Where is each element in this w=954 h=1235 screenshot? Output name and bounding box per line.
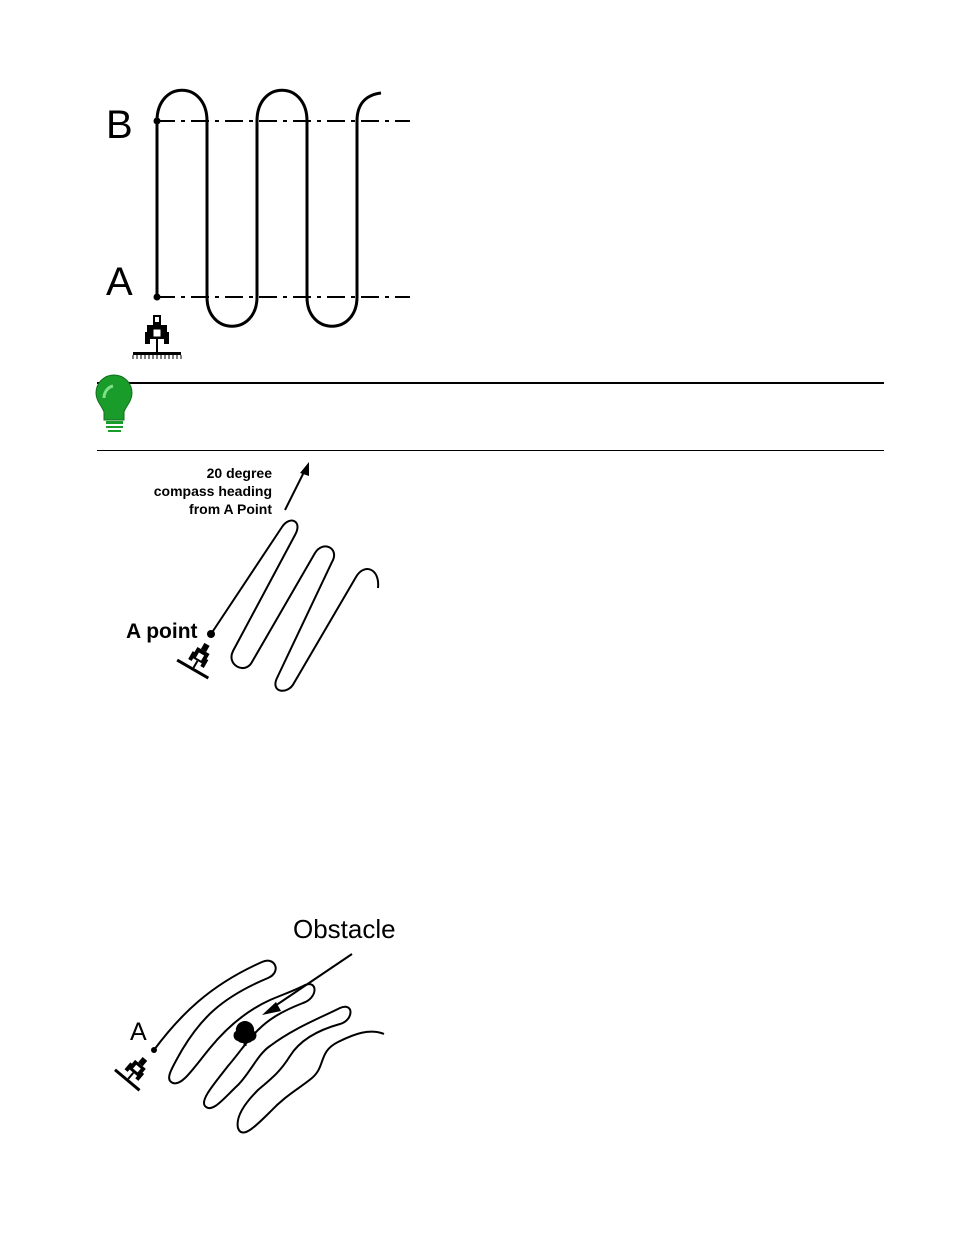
obstacle-arrow xyxy=(271,953,353,1009)
tractor-icon xyxy=(132,315,182,359)
heading-arrow xyxy=(284,469,306,511)
point-a-dot xyxy=(153,293,161,301)
tractor-icon-curve xyxy=(114,1057,148,1092)
curve-a-label: A xyxy=(130,1018,147,1046)
serpentine-path xyxy=(155,88,382,328)
obstacle-curved-path xyxy=(153,959,385,1134)
a-plus-heading-lines xyxy=(176,462,380,692)
heading-caption-line3: from A Point xyxy=(189,501,272,517)
point-a-label: A xyxy=(106,260,133,304)
lightbulb-icon xyxy=(95,374,133,432)
heading-caption: 20 degree compass heading from A Point xyxy=(154,464,272,518)
point-b-label: B xyxy=(106,103,133,147)
curve-a-dot xyxy=(151,1047,157,1053)
tractor-icon-angled xyxy=(176,642,210,680)
point-b-dot xyxy=(153,117,161,125)
heading-caption-line1: 20 degree xyxy=(206,465,272,481)
tree-icon xyxy=(233,1021,257,1046)
a-point-label: A point xyxy=(126,620,198,643)
heading-caption-line2: compass heading xyxy=(153,483,272,499)
note-top-rule xyxy=(97,382,884,384)
heading-serpentine-path xyxy=(210,519,380,692)
a-point-dot xyxy=(207,630,215,638)
note-bottom-rule xyxy=(97,450,884,451)
ab-straight-lines xyxy=(132,88,410,359)
obstacle-label: Obstacle xyxy=(293,914,396,944)
